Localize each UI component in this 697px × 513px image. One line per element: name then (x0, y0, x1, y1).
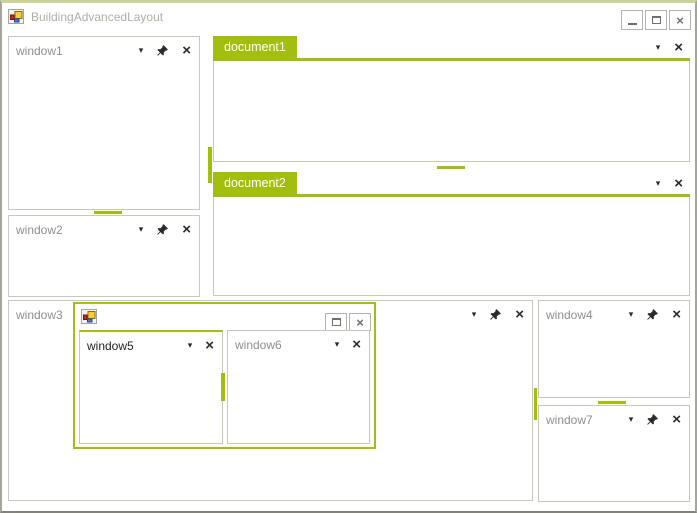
close-icon: × (356, 314, 364, 330)
dock-header-window7[interactable]: window7 ▾ × (539, 406, 689, 432)
dock-panel-window1: window1 ▾ × (8, 36, 200, 210)
panel-title: window4 (546, 307, 593, 322)
panel-title: window5 (87, 338, 134, 353)
dropdown-icon[interactable]: ▾ (334, 339, 340, 349)
minimize-button[interactable] (621, 10, 643, 30)
dock-panel-window6: window6 ▾ × (227, 330, 370, 444)
dropdown-icon[interactable]: ▾ (471, 309, 477, 319)
dropdown-icon[interactable]: ▾ (628, 414, 634, 424)
splitter-grip-horizontal[interactable] (598, 401, 626, 404)
app-icon (81, 309, 97, 325)
dropdown-icon[interactable]: ▾ (628, 309, 634, 319)
panel-title: window6 (235, 337, 282, 352)
splitter-grip-vertical[interactable] (221, 373, 225, 401)
dropdown-icon[interactable]: ▾ (138, 45, 144, 55)
maximize-icon (331, 318, 341, 326)
close-icon[interactable]: × (205, 337, 214, 354)
close-button[interactable]: × (349, 313, 371, 331)
panel-title: window3 (16, 307, 63, 322)
dock-panel-window2: window2 ▾ × (8, 215, 200, 297)
minimize-icon (627, 22, 637, 25)
app-icon (8, 8, 24, 25)
document1-tab-buttons: ▾ × (656, 37, 683, 58)
pin-icon[interactable] (489, 308, 502, 321)
document1-content (213, 61, 690, 162)
dock-header-window1[interactable]: window1 ▾ × (9, 37, 199, 63)
window-title: BuildingAdvancedLayout (31, 9, 164, 24)
close-icon[interactable]: × (182, 221, 191, 238)
dock-header-window6[interactable]: window6 ▾ × (228, 331, 369, 357)
dock-panel-window5: window5 ▾ × (79, 330, 223, 444)
panel-title: window1 (16, 43, 63, 58)
pin-icon[interactable] (156, 44, 169, 57)
dock-header-window3[interactable]: window3 ▾ × (9, 301, 532, 327)
splitter-grip-vertical[interactable] (534, 388, 537, 420)
floating-titlebar[interactable] (75, 304, 374, 330)
close-icon[interactable]: × (352, 336, 361, 353)
tab-document2[interactable]: document2 (213, 172, 297, 194)
document-group-2: document2 ▾ × (213, 172, 690, 296)
dropdown-icon[interactable]: ▾ (655, 178, 661, 188)
dropdown-icon[interactable]: ▾ (655, 42, 661, 52)
dock-header-window2[interactable]: window2 ▾ × (9, 216, 199, 242)
maximize-button[interactable] (645, 10, 667, 30)
document2-tab-buttons: ▾ × (656, 173, 683, 194)
floating-window: × window5 ▾ × window6 ▾ × (73, 302, 376, 449)
pin-icon[interactable] (646, 413, 659, 426)
document2-accent-line (213, 194, 690, 197)
maximize-button[interactable] (325, 313, 347, 331)
document2-content (213, 197, 690, 296)
pin-icon[interactable] (156, 223, 169, 236)
close-icon: × (676, 12, 684, 28)
close-button[interactable]: × (669, 10, 691, 30)
dropdown-icon[interactable]: ▾ (138, 224, 144, 234)
dock-panel-window7: window7 ▾ × (538, 405, 690, 502)
dock-header-window4[interactable]: window4 ▾ × (539, 301, 689, 327)
close-icon[interactable]: × (674, 39, 683, 56)
pin-icon[interactable] (646, 308, 659, 321)
close-icon[interactable]: × (182, 42, 191, 59)
tab-document1[interactable]: document1 (213, 36, 297, 58)
document1-accent-line (213, 58, 690, 61)
close-icon[interactable]: × (672, 411, 681, 428)
splitter-grip-horizontal[interactable] (94, 211, 122, 214)
dropdown-icon[interactable]: ▾ (187, 340, 193, 350)
document-group-1: document1 ▾ × (213, 36, 690, 162)
titlebar[interactable]: BuildingAdvancedLayout (2, 3, 695, 30)
close-icon[interactable]: × (515, 306, 524, 323)
floating-window-controls: × (325, 313, 371, 331)
splitter-grip-vertical[interactable] (208, 147, 212, 183)
panel-title: window2 (16, 222, 63, 237)
dock-panel-window4: window4 ▾ × (538, 300, 690, 398)
close-icon[interactable]: × (672, 306, 681, 323)
close-icon[interactable]: × (674, 175, 683, 192)
window-controls: × (621, 10, 691, 30)
maximize-icon (651, 16, 661, 24)
splitter-grip-horizontal[interactable] (437, 166, 465, 169)
panel-title: window7 (546, 412, 593, 427)
dock-header-window5[interactable]: window5 ▾ × (80, 332, 222, 358)
